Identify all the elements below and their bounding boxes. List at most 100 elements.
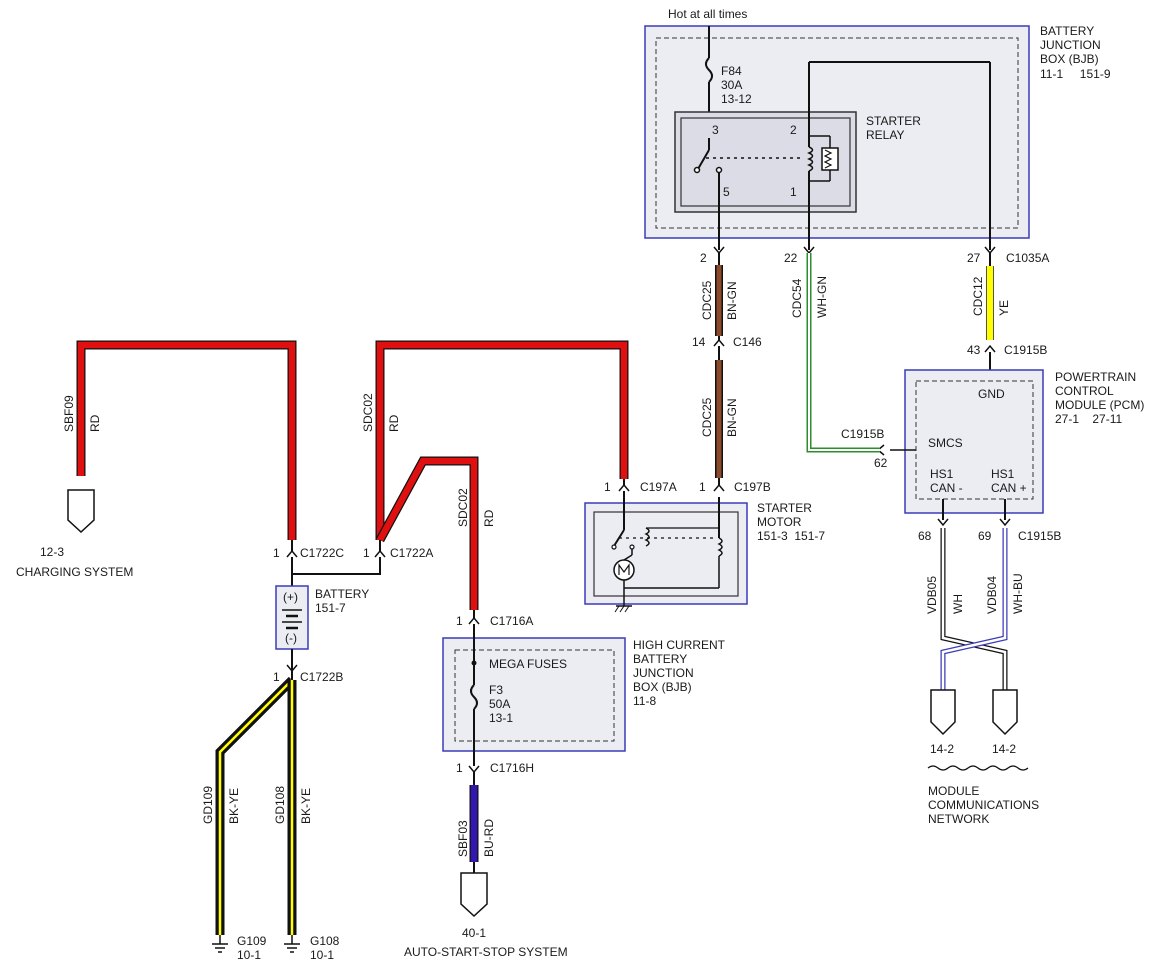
hot-at-all-times-label: Hot at all times — [668, 7, 747, 21]
wire-gd109-circuit: GD109 — [201, 786, 215, 824]
pcm-hs1-plus-2: CAN + — [991, 481, 1027, 495]
connector-c1035a: C1035A — [1006, 251, 1049, 265]
battery: (+) (-) BATTERY 151-7 — [275, 557, 381, 671]
connector-c1915b-bottom: C1915B — [1018, 529, 1061, 543]
wire-cdc12-circuit: CDC12 — [971, 276, 985, 316]
connector-pin-27: 27 — [967, 251, 981, 265]
wire-sdc02-color-2: RD — [482, 509, 496, 527]
wire-gd108-circuit: GD108 — [273, 786, 287, 824]
wire-sdc02-circuit-2: SDC02 — [456, 488, 470, 527]
autostart-ref: 40-1 — [462, 926, 486, 940]
pcm-hs1-minus-1: HS1 — [930, 467, 954, 481]
wire-gd109-color: BK-YE — [227, 788, 241, 824]
pcm-title-2: CONTROL — [1055, 384, 1114, 398]
starter-motor-title-1: STARTER — [757, 501, 812, 515]
wire-vdb04-circuit: VDB04 — [985, 576, 999, 614]
ground-g108-name: G108 — [310, 934, 340, 948]
mcn-left-ref: 14-2 — [930, 742, 954, 756]
hcbjb-title-4: BOX (BJB) — [633, 680, 692, 694]
connector-pin-14: 14 — [692, 335, 706, 349]
connector-c1716a: C1716A — [490, 614, 533, 628]
connector-pin-68: 68 — [918, 529, 932, 543]
wire-sdc02-circuit-1: SDC02 — [361, 393, 375, 432]
relay-pin-5: 5 — [723, 185, 730, 199]
f3-ref: 13-1 — [489, 711, 513, 725]
f84-amps: 30A — [721, 78, 742, 92]
mcn-right-ref: 14-2 — [992, 742, 1016, 756]
connector-pin-1-c197b: 1 — [699, 480, 706, 494]
wire-vdb05-color: WH — [951, 594, 965, 614]
pcm-gnd-label: GND — [978, 387, 1005, 401]
starter-motor-icon — [613, 559, 635, 581]
connector-c1722c: C1722C — [300, 546, 344, 560]
wire-vdb05-vdb04 — [940, 499, 1008, 690]
connector-pin-1-c1716a: 1 — [456, 614, 463, 628]
mcn-label-2: COMMUNICATIONS — [928, 798, 1039, 812]
ground-g108-ref: 10-1 — [310, 948, 334, 962]
autostart-label: AUTO-START-STOP SYSTEM — [404, 945, 568, 959]
connector-c197a: C197A — [640, 480, 677, 494]
mcn-right-arrow — [992, 689, 1018, 736]
bjb-title-2: JUNCTION — [1040, 38, 1101, 52]
battery-plus: (+) — [283, 590, 298, 604]
wire-sdc02-to-starter — [375, 340, 629, 540]
wire-sbf03-circuit: SBF03 — [456, 820, 470, 857]
f3-amps: 50A — [489, 697, 510, 711]
starter-motor: STARTER MOTOR 151-3 151-7 — [584, 491, 825, 613]
ground-g109-name: G109 — [237, 934, 267, 948]
pcm-title-1: POWERTRAIN — [1055, 370, 1136, 384]
wire-vdb05-circuit: VDB05 — [925, 576, 939, 614]
mcn-label-1: MODULE — [928, 784, 979, 798]
relay-pin-3: 3 — [712, 123, 719, 137]
battery-ref: 151-7 — [315, 601, 346, 615]
wire-gd108-color: BK-YE — [299, 788, 313, 824]
charging-system-arrow — [67, 489, 95, 534]
autostart-arrow — [460, 872, 488, 918]
connector-c1722b: C1722B — [300, 670, 343, 684]
battery-title: BATTERY — [315, 587, 369, 601]
starter-motor-title-2: MOTOR — [757, 515, 802, 529]
charging-system-ref: 12-3 — [40, 545, 64, 559]
wire-cdc25-circuit-2: CDC25 — [700, 397, 714, 437]
connector-pin-43: 43 — [967, 343, 981, 357]
mcn-left-arrow — [930, 689, 956, 736]
connector-c1915b-mid: C1915B — [841, 427, 884, 441]
ground-g109-icon — [212, 935, 228, 953]
wire-cdc54-circuit: CDC54 — [790, 278, 804, 318]
wire-sbf09-circuit: SBF09 — [62, 395, 76, 432]
wire-cdc12-color: YE — [997, 300, 1011, 316]
connector-pin-1-c1722a: 1 — [363, 546, 370, 560]
pcm-hs1-plus-1: HS1 — [991, 467, 1015, 481]
pcm-smcs-label: SMCS — [928, 436, 963, 450]
bjb-ref: 11-1 151-9 — [1040, 67, 1111, 81]
relay-pin-1: 1 — [790, 185, 797, 199]
connector-c1722a: C1722A — [390, 546, 433, 560]
starter-relay-title-2: RELAY — [866, 128, 904, 142]
f84-label: F84 — [721, 64, 742, 78]
f84-ref: 13-12 — [721, 92, 752, 106]
connector-c1716h: C1716H — [490, 761, 534, 775]
wire-sbf09 — [76, 340, 297, 551]
connector-pin-1-c1722b: 1 — [273, 670, 280, 684]
wire-sbf03-color: BU-RD — [482, 819, 496, 857]
charging-system-label: CHARGING SYSTEM — [16, 565, 133, 579]
hcbjb-title-2: BATTERY — [633, 652, 687, 666]
connector-pin-69: 69 — [978, 529, 992, 543]
mcn-label-3: NETWORK — [928, 812, 989, 826]
wire-cdc25-color-2: BN-GN — [725, 398, 739, 437]
starter-relay: STARTER RELAY 3 2 5 1 — [674, 111, 921, 213]
connector-c197b: C197B — [734, 480, 771, 494]
mcn-brace — [927, 765, 1029, 771]
connector-c1915b-top: C1915B — [1004, 343, 1047, 357]
bjb-title-3: BOX (BJB) — [1040, 52, 1099, 66]
wire-sdc02-to-hcbjb — [376, 456, 479, 618]
hcbjb-title-3: JUNCTION — [633, 666, 694, 680]
wire-cdc54-color: WH-GN — [815, 276, 829, 318]
mega-fuses-label: MEGA FUSES — [489, 657, 567, 671]
connector-pin-22: 22 — [784, 251, 798, 265]
pcm-hs1-minus-2: CAN - — [930, 481, 963, 495]
hcbjb-title-1: HIGH CURRENT — [633, 638, 726, 652]
starter-motor-ref: 151-3 151-7 — [757, 529, 825, 543]
